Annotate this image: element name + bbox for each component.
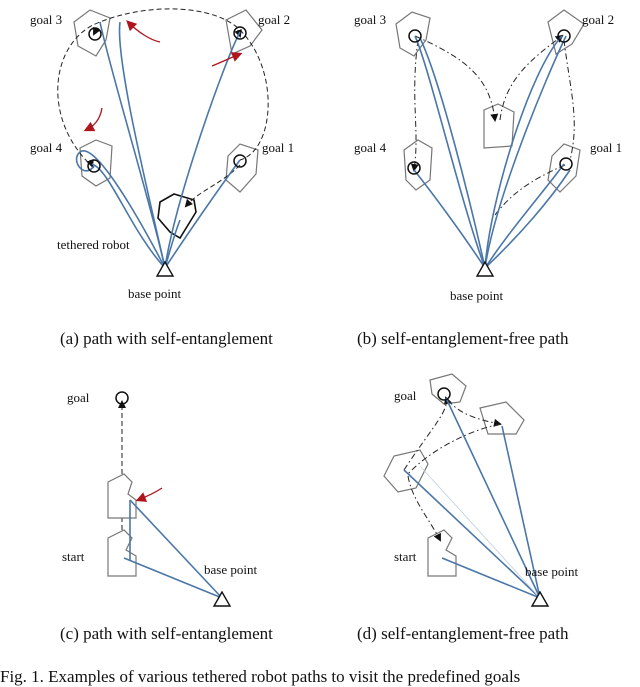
panel-a-diagram: goal 3 goal 2 goal 4 goal 1 tethered rob… [30,8,294,301]
tether-lines [123,499,223,599]
dashed-path [410,39,419,172]
goal-marker [437,387,451,401]
base-point-triangle [475,260,495,277]
goal-label: goal [67,390,90,405]
dashed-path [407,423,501,475]
tether-lines [403,397,541,599]
dashed-path [499,34,564,121]
dashed-path [447,399,502,427]
goal-marker [408,29,422,43]
start-label: start [394,549,417,564]
panel-c: goal start base point [0,370,320,615]
goal-3-label: goal 3 [30,12,62,27]
goal-4-label: goal 4 [354,140,387,155]
panel-a: goal 3 goal 2 goal 4 goal 1 tethered rob… [0,0,320,310]
goal-1-label: goal 1 [262,140,294,155]
base-point-label: base point [204,562,257,577]
robot-shape [107,473,137,519]
red-arrow-icon [83,107,103,132]
panel-d-diagram: goal start base point [383,373,578,607]
figure-caption: Fig. 1. Examples of various tethered rob… [0,667,521,686]
start-label: start [62,549,85,564]
robot-shape [483,103,515,149]
caption-d: (d) self-entanglement-free path [357,624,569,643]
caption-c: (c) path with self-entanglement [60,624,273,643]
goal-4-label: goal 4 [30,140,63,155]
tethered-robot-label: tethered robot [57,237,130,252]
panel-c-diagram: goal start base point [62,390,257,607]
base-point-label: base point [450,288,503,303]
base-point-triangle [155,260,175,277]
robot-shape [427,529,457,577]
red-arrow-icon [126,20,161,43]
caption-a: (a) path with self-entanglement [60,329,273,348]
robot-shape [107,529,137,577]
dashed-path [93,26,101,36]
goal-marker [233,154,247,168]
goal-marker [559,157,573,171]
robot-shape [225,9,263,55]
dashed-path [563,39,575,161]
goal-2-label: goal 2 [582,12,614,27]
dashed-path [407,475,441,542]
goal-label: goal [394,388,417,403]
red-arrow-icon [211,52,243,67]
caption-b: (b) self-entanglement-free path [357,329,569,348]
red-arrow-icon [135,487,163,502]
panel-d: goal start base point [320,370,640,615]
base-point-triangle [212,590,232,607]
tether-lines [75,21,241,269]
goal-marker [407,161,421,175]
base-point-label: base point [128,286,181,301]
goal-marker [233,26,247,40]
goal-3-label: goal 3 [354,12,386,27]
tether-lines [413,35,571,269]
dashed-path [184,164,241,208]
panel-b: goal 3 goal 2 goal 4 goal 1 base point [320,0,640,310]
dashed-path [403,396,452,471]
goal-marker [557,29,571,43]
dashed-path [57,8,269,169]
goal-marker [87,159,101,173]
goal-1-label: goal 1 [590,140,622,155]
goal-marker [88,27,102,41]
robot-shape [73,9,111,57]
panel-b-diagram: goal 3 goal 2 goal 4 goal 1 base point [354,9,622,303]
dashed-path [414,35,499,122]
robot-shape [547,143,581,193]
goal-marker [115,391,129,405]
base-point-label: base point [525,564,578,579]
robot-shape [395,11,431,57]
goal-2-label: goal 2 [258,12,290,27]
base-point-triangle [530,590,550,607]
